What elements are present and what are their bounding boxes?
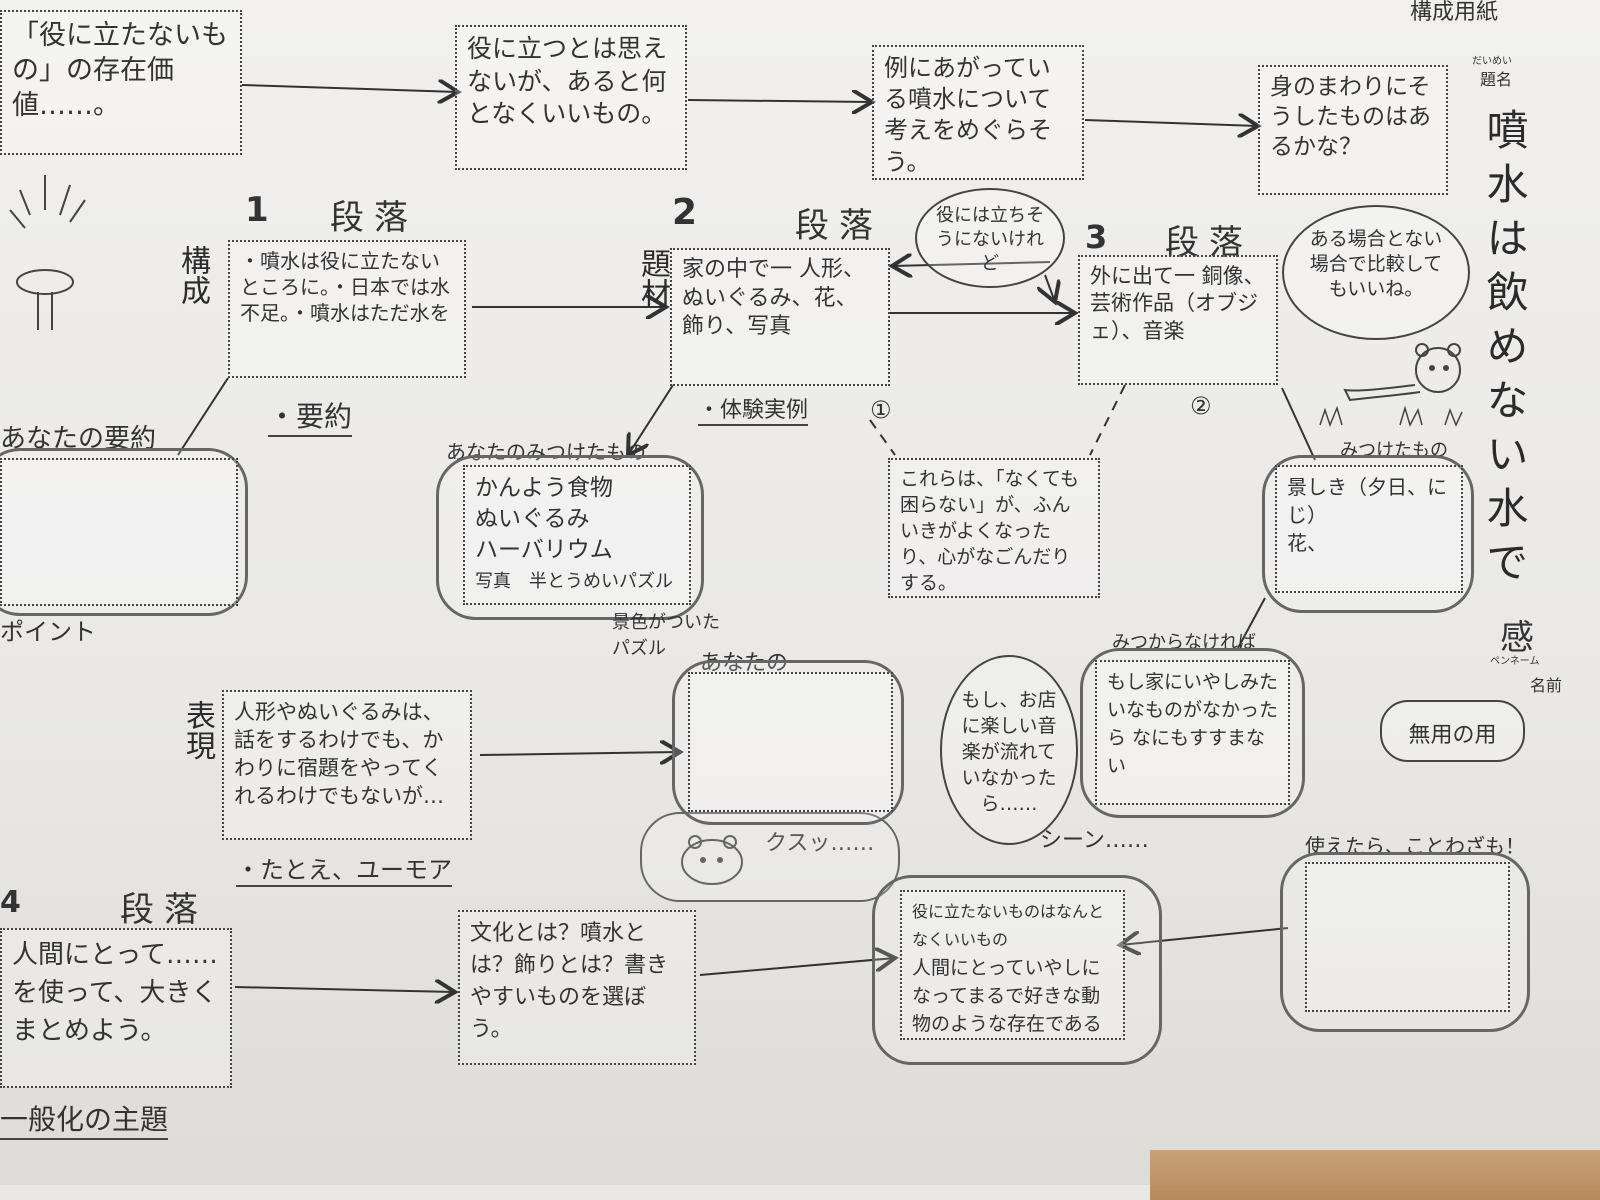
p2-extra-note: 景色がついたパズル	[612, 612, 720, 659]
grass-doodle	[1319, 405, 1463, 428]
arrow-p4-culture	[234, 987, 455, 992]
title-ruby: だいめい	[1472, 56, 1512, 67]
p1-word: 段落	[330, 198, 418, 238]
dashed-right	[1089, 384, 1126, 456]
balloon-useless: 役には立ちそうにないけれど	[915, 188, 1065, 288]
p2-found-cloud	[436, 455, 704, 620]
middle-your-cloud	[672, 660, 904, 825]
name-label: 名前	[1530, 676, 1563, 695]
arrow-expression	[479, 752, 680, 755]
p1-point-label: ポイント	[0, 618, 96, 646]
p4-content-box: 人間にとって……を使って、大きくまとめよう。	[0, 928, 232, 1088]
p2-number: 2	[672, 192, 698, 233]
p2-word: 段落	[795, 206, 883, 246]
p3-found-item: 景しき（夕日、にじ）	[1287, 475, 1447, 527]
conclusion-text: 人間にとっていやしになってまるで好きな動物のような存在である	[912, 957, 1102, 1035]
p4-number: 4	[0, 885, 21, 920]
arrow-to-p3	[1045, 274, 1055, 302]
essay-title: 噴水は飲めない水で	[1480, 108, 1529, 594]
p2-found-box[interactable]: かんよう食物 ぬいぐるみ ハーバリウム 写真 半とうめいパズル	[463, 465, 691, 605]
middle-your-input[interactable]	[688, 672, 893, 812]
expression-caption: ・たとえ、ユーモア	[236, 850, 452, 887]
use-input[interactable]	[1305, 862, 1510, 1012]
conclusion-cloud	[872, 875, 1162, 1065]
top-box-1: 「役に立たないもの」の存在価値……。	[0, 10, 242, 155]
p2-content-box: 家の中で一 人形、ぬいぐるみ、花、飾り、写真	[670, 248, 890, 386]
p3-found-cloud	[1262, 455, 1474, 613]
arrow-use-conclusion	[1120, 927, 1289, 945]
p1-caption: ・要約	[268, 395, 353, 437]
dashed-left	[869, 419, 896, 456]
arrow-top-2	[687, 100, 872, 102]
balloon-music: もし、お店に楽しい音楽が流れていなかったら……	[940, 655, 1078, 845]
p2-found-item: 写真 半とうめいパズル	[475, 571, 673, 592]
effects-box: これらは、「なくても困らない」が、ふんいきがよくなったり、心がなごんだりする。	[888, 458, 1100, 598]
fountain-doodle	[9, 175, 86, 330]
wooden-table	[1150, 1150, 1600, 1200]
p1-bracket: 構成	[175, 245, 210, 305]
middle-your-label: あなたの	[700, 651, 789, 676]
if-home-cloud	[1080, 648, 1305, 818]
p3-number: 3	[1085, 218, 1108, 256]
arrow-top-1	[241, 85, 458, 92]
bear-doodle-bottom	[681, 835, 743, 885]
arrow-culture-conclusion	[699, 958, 895, 976]
balloon-kusu: クスッ……	[765, 831, 875, 856]
bear-doodle-right	[1343, 343, 1461, 402]
top-box-4: 身のまわりにそうしたものはあるかな？	[1258, 65, 1448, 195]
if-home-box[interactable]: もし家にいやしみたいなものがなかったら なにもすすまない	[1095, 660, 1290, 805]
conclusion-top: 役に立たないものはなんとなくいいもの	[912, 902, 1105, 949]
top-box-2: 役に立つとは思えないが、あると何となくいいもの。	[455, 25, 687, 170]
balloon-scene: シーン……	[1040, 828, 1149, 853]
p3-content-box: 外に出て一 銅像、芸術作品（オブジェ）、音楽	[1078, 255, 1278, 385]
sheet-title: 構成用紙	[1410, 0, 1499, 25]
conclusion-box[interactable]: 役に立たないものはなんとなくいいもの 人間にとっていやしになってまるで好きな動物…	[900, 890, 1125, 1040]
balloon-compare: ある場合とない場合で比較してもいいね。	[1282, 205, 1470, 340]
line-p3-found	[1281, 387, 1316, 461]
arrow-p2-found	[628, 384, 674, 455]
title-label: 題名	[1480, 70, 1513, 89]
p2-circle: ①	[870, 396, 892, 424]
arrow-top-3	[1084, 120, 1258, 126]
p2-caption: ・体験実例	[698, 392, 809, 426]
expression-bracket: 表現	[180, 700, 215, 760]
line-p1-summary	[177, 377, 229, 456]
use-cloud	[1280, 852, 1530, 1032]
p1-summary-input[interactable]	[0, 458, 238, 606]
p4-word: 段落	[120, 890, 208, 930]
culture-box: 文化とは？噴水とは？飾りとは？書きやすいものを選ぼう。	[458, 910, 696, 1065]
pen-name-ruby: ペンネーム	[1490, 656, 1540, 667]
p2-found-label: あなたのみつけたもの	[446, 440, 646, 464]
p2-found-item: ハーバリウム	[475, 537, 613, 563]
p1-summary-cloud	[0, 448, 248, 616]
p3-found-item: 花、	[1287, 531, 1327, 555]
p4-caption: 一般化の主題	[0, 1098, 169, 1140]
p1-content-box: ・噴水は役に立たないところに。・日本では水不足。・噴水はただ水を	[228, 240, 466, 378]
p1-number: 1	[245, 190, 269, 230]
pen-name-char: 感	[1500, 618, 1534, 658]
top-box-3: 例にあがっている噴水について考えをめぐらそう。	[872, 45, 1084, 180]
balloon-muyou: 無用の用	[1380, 700, 1525, 762]
kusu-cloud	[640, 812, 900, 902]
p2-found-item: かんよう食物	[475, 475, 613, 501]
expression-box: 人形やぬいぐるみは、話をするわけでも、かわりに宿題をやってくれるわけでもないが…	[222, 690, 472, 840]
if-not-found-label: みつからなければ	[1112, 632, 1256, 653]
line-found-ifnot	[1237, 597, 1266, 649]
p2-bracket: 題材	[635, 248, 670, 308]
p3-found-box[interactable]: 景しき（夕日、にじ） 花、	[1275, 465, 1463, 593]
p3-circle: ②	[1190, 392, 1212, 420]
p2-found-item: ぬいぐるみ	[475, 506, 590, 532]
